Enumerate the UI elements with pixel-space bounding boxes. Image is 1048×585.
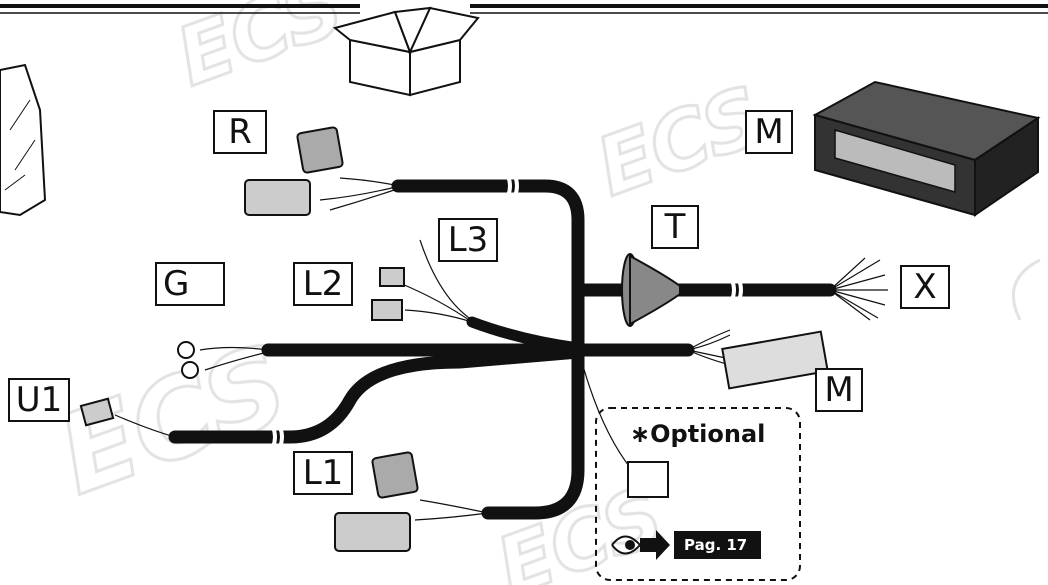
label-r: R [213, 110, 267, 154]
label-u1: U1 [8, 378, 70, 422]
label-m-top: M [745, 110, 793, 154]
label-l1: L1 [293, 451, 353, 495]
label-g-text: G [163, 264, 190, 304]
label-l3: L3 [438, 218, 498, 262]
label-m-mid: M [815, 368, 863, 412]
label-l2: L2 [293, 262, 353, 306]
label-x: X [900, 265, 950, 309]
arrow-right-icon [640, 530, 670, 560]
connectors [79, 126, 829, 552]
thin-wires [114, 177, 888, 521]
label-g: G [155, 262, 225, 306]
grommet [621, 253, 681, 327]
optional-star: ∗ [630, 420, 651, 448]
optional-title: ∗Optional [630, 420, 765, 448]
label-t: T [651, 205, 699, 249]
ecu-module-icon [812, 80, 1041, 217]
svg-text:ECS: ECS [165, 0, 355, 104]
optional-text: Optional [650, 420, 766, 448]
optional-box [595, 407, 801, 581]
box-icon [332, 6, 480, 97]
harness-trunk [168, 179, 837, 520]
bag-icon [0, 63, 47, 217]
page-reference: Pag. 17 [674, 531, 762, 559]
